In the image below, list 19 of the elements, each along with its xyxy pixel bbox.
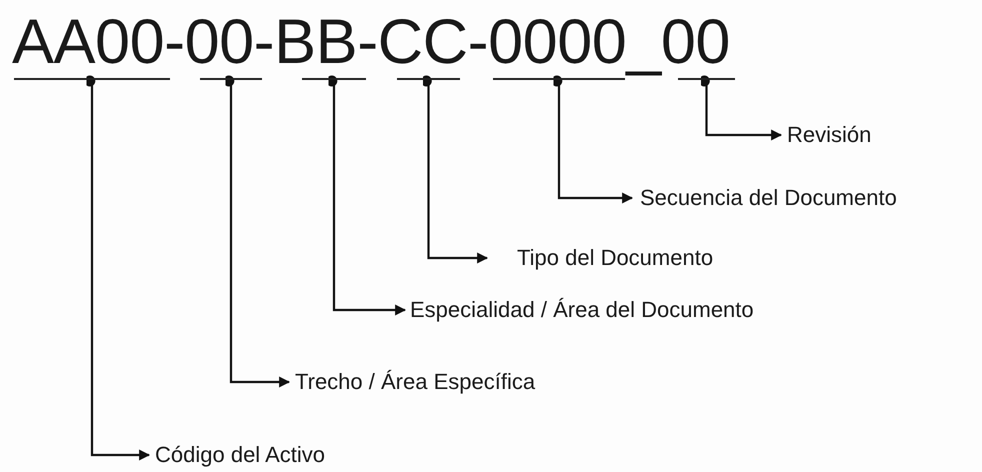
field-label: Código del Activo (155, 442, 325, 468)
underline-bar (14, 78, 170, 80)
leader-arrow (551, 76, 634, 204)
field-label: Secuencia del Documento (640, 185, 897, 211)
field-label: Tipo del Documento (517, 245, 714, 271)
leader-arrow (420, 76, 488, 264)
underline-bar (678, 78, 735, 80)
code-title: AA00-00-BB-CC-0000_00 (12, 6, 730, 78)
field-label: Revisión (787, 122, 872, 148)
underline-bar (302, 78, 366, 80)
field-label: Especialidad / Área del Documento (410, 297, 754, 323)
underline-bar (397, 78, 460, 80)
leader-arrow (84, 76, 150, 460)
leader-arrow (223, 76, 290, 388)
underline-bar (200, 78, 262, 80)
field-label: Trecho / Área Específica (295, 369, 536, 395)
leader-arrow (326, 76, 406, 316)
leader-arrow (698, 76, 782, 140)
underline-bar (493, 78, 625, 80)
